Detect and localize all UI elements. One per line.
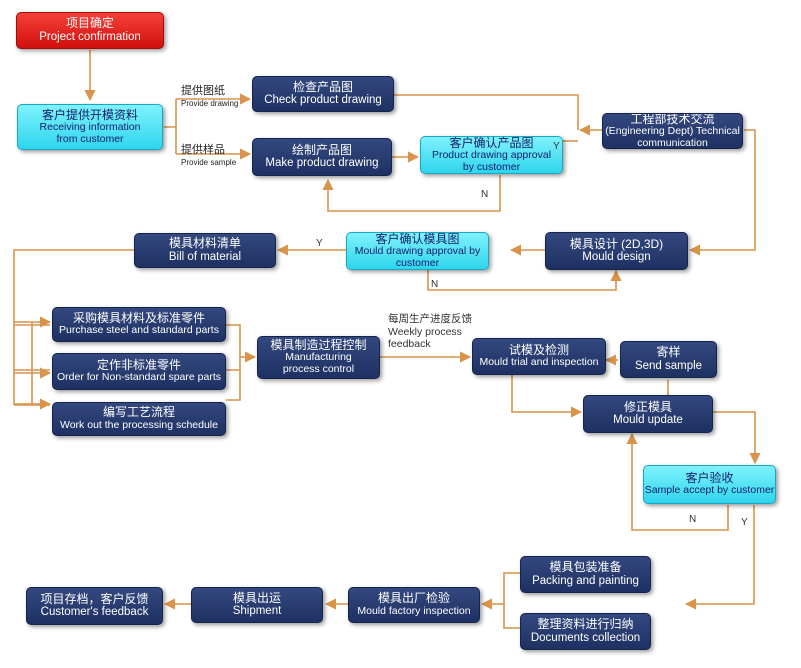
node-packing-painting: 模具包装准备 Packing and painting — [520, 556, 651, 593]
node-zh-label: 模具制造过程控制 — [270, 338, 367, 353]
node-zh-label: 检查产品图 — [292, 79, 353, 94]
connector-trial-to-update — [511, 375, 583, 418]
node-zh-label: 绘制产品图 — [291, 142, 352, 157]
node-receiving-information: 客户提供开模资料 Receiving information from cust… — [17, 104, 163, 150]
node-mould-drawing-approval: 客户确认模具图 Mould drawing approval by custom… — [346, 232, 489, 270]
node-en-label: Mould design — [582, 251, 651, 264]
node-en-label-2: communication — [637, 136, 708, 149]
node-en-label: Mould update — [613, 414, 683, 427]
node-shipment: 模具出运 Shipment — [191, 587, 323, 623]
node-mould-design: 模具设计 (2D,3D) Mould design — [545, 232, 688, 270]
node-check-product-drawing: 检查产品图 Check product drawing — [252, 76, 394, 112]
label-provide-drawing-zh: 提供图纸 — [181, 85, 225, 97]
node-en-label-2: by customer — [462, 160, 521, 173]
node-zh-label: 项目确定 — [65, 16, 114, 31]
node-en-label: Work out the processing schedule — [60, 418, 218, 431]
label-weekly-en2: feedback — [388, 338, 431, 351]
connector-receiving-branch — [164, 99, 177, 154]
label-yes-sample-accept: Y — [741, 517, 748, 528]
connector-parts-to-manufacturing — [226, 324, 241, 401]
node-en-label-2: process control — [282, 363, 355, 376]
node-zh-label: 编写工艺流程 — [102, 405, 175, 420]
node-en-label: (Engineering Dept) Technical — [605, 124, 740, 137]
node-en-label: Bill of material — [168, 250, 242, 263]
node-en-label: Sample accept by customer — [644, 484, 775, 497]
node-project-confirmation: 项目确定 Project confirmation — [16, 12, 164, 49]
node-en-label: Mould factory inspection — [357, 604, 471, 617]
node-purchase-steel: 采购模具材料及标准零件 Purchase steel and standard … — [52, 307, 226, 342]
node-zh-label: 试模及检测 — [508, 342, 569, 357]
node-zh-label: 客户确认产品图 — [449, 136, 534, 150]
node-zh-label: 修正模具 — [623, 399, 672, 414]
node-zh-label: 寄样 — [656, 345, 681, 360]
node-en-label: Project confirmation — [39, 30, 141, 43]
node-en-label: Mould trial and inspection — [479, 356, 599, 369]
node-en-label: Order for Non-standard spare parts — [57, 371, 221, 384]
node-zh-label: 采购模具材料及标准零件 — [72, 310, 205, 325]
node-zh-label: 模具包装准备 — [549, 560, 622, 575]
connector-accept-yes — [684, 505, 755, 610]
node-en-label: Purchase steel and standard parts — [59, 324, 219, 337]
node-zh-label: 定作非标准零件 — [96, 357, 181, 372]
node-en-label: Shipment — [232, 605, 282, 618]
node-make-product-drawing: 绘制产品图 Make product drawing — [252, 138, 392, 176]
label-yes-product-approval: Y — [553, 141, 560, 152]
node-mould-update: 修正模具 Mould update — [583, 395, 713, 433]
node-en-label: Documents collection — [530, 631, 641, 644]
label-provide-sample-en: Provide sample — [181, 158, 237, 167]
node-zh-label: 模具出运 — [232, 590, 281, 605]
node-factory-inspection: 模具出厂检验 Mould factory inspection — [348, 587, 480, 623]
label-provide-drawing-en: Provide drawing — [181, 99, 239, 108]
node-zh-label: 客户确认模具图 — [375, 232, 460, 246]
connector-engineering-to-design — [688, 129, 756, 256]
label-no-product-approval: N — [481, 189, 489, 200]
node-mould-trial: 试模及检测 Mould trial and inspection — [472, 338, 606, 375]
node-zh-label: 模具设计 (2D,3D) — [569, 236, 664, 251]
node-en-label: Receiving information — [39, 120, 141, 133]
node-send-sample: 寄样 Send sample — [620, 341, 717, 378]
label-provide-sample-zh: 提供样品 — [181, 144, 225, 156]
node-en-label: Make product drawing — [265, 157, 379, 170]
label-no-mould-approval: N — [431, 279, 439, 290]
node-en-label: Manufacturing — [285, 351, 352, 364]
node-en-label: Check product drawing — [264, 94, 382, 107]
label-weekly-feedback: 每周生产进度反馈 Weekly process feedback — [388, 313, 472, 351]
connector-packing-documents-bracket — [503, 572, 520, 629]
node-documents-collection: 整理资料进行归纳 Documents collection — [520, 613, 651, 650]
node-sample-accept: 客户验收 Sample accept by customer — [643, 465, 776, 504]
node-en-label: Product drawing approval — [431, 148, 552, 161]
connector-accept-no — [626, 432, 729, 531]
node-customer-feedback: 项目存档，客户反馈 Customer's feedback — [26, 587, 163, 625]
node-zh-label: 模具材料清单 — [168, 236, 241, 251]
node-zh-label: 整理资料进行归纳 — [537, 617, 634, 632]
node-bill-of-material: 模具材料清单 Bill of material — [134, 233, 276, 268]
node-engineering-communication: 工程部技术交流 (Engineering Dept) Technical com… — [602, 113, 743, 149]
node-en-label-2: from customer — [56, 132, 124, 145]
label-yes-mould-approval: Y — [316, 238, 323, 249]
connector-update-to-accept — [713, 411, 761, 465]
label-no-sample-accept: N — [689, 514, 697, 525]
label-weekly-zh: 每周生产进度反馈 — [388, 313, 472, 325]
node-zh-label: 工程部技术交流 — [630, 113, 715, 126]
connector-check-to-engineering — [394, 94, 579, 130]
node-zh-label: 客户提供开模资料 — [41, 107, 138, 122]
node-product-drawing-approval: 客户确认产品图 Product drawing approval by cust… — [420, 136, 563, 174]
node-zh-label: 项目存档，客户反馈 — [40, 591, 149, 606]
node-en-label: Packing and painting — [532, 574, 639, 587]
node-manufacturing-control: 模具制造过程控制 Manufacturing process control — [257, 336, 380, 379]
label-weekly-en1: Weekly process — [388, 325, 462, 338]
node-en-label: Mould drawing approval by — [354, 244, 481, 257]
connector-approval-no — [322, 175, 501, 212]
node-order-non-standard: 定作非标准零件 Order for Non-standard spare par… — [52, 353, 226, 390]
node-zh-label: 模具出厂检验 — [377, 591, 450, 606]
node-en-label: Customer's feedback — [40, 606, 149, 619]
connector-mould-approval-no — [427, 269, 622, 291]
node-processing-schedule: 编写工艺流程 Work out the processing schedule — [52, 402, 226, 436]
node-zh-label: 客户验收 — [685, 470, 734, 485]
node-en-label-2: customer — [395, 256, 440, 269]
node-en-label: Send sample — [634, 359, 703, 372]
